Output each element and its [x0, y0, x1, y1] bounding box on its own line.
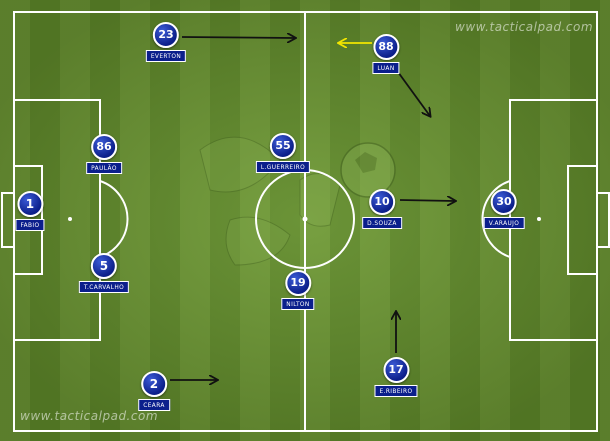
player-name: NILTON [281, 298, 315, 310]
player-number: 55 [269, 133, 296, 159]
player-token[interactable]: 10 D.SOUZA [362, 189, 402, 229]
player-number: 1 [16, 191, 43, 217]
right-penalty-arc [481, 180, 511, 258]
movement-arrow [181, 37, 295, 38]
player-name: V.ARAUJO [483, 217, 525, 229]
right-penalty-spot [537, 217, 541, 221]
player-name: D.SOUZA [362, 217, 402, 229]
player-token[interactable]: 1 FABIO [15, 191, 45, 231]
movement-arrow [399, 200, 455, 201]
player-token[interactable]: 86 PAULÃO [86, 134, 122, 174]
center-spot [302, 216, 308, 222]
player-name: LUAN [372, 62, 400, 74]
player-token[interactable]: 2 CEARA [138, 371, 170, 411]
player-name: FABIO [15, 219, 45, 231]
player-name: T.CARVALHO [78, 281, 130, 293]
player-number: 23 [152, 22, 179, 48]
right-goal [596, 192, 610, 248]
player-token[interactable]: 23 EVERTON [145, 22, 187, 62]
player-number: 5 [90, 253, 117, 279]
player-token[interactable]: 88 LUAN [372, 34, 400, 74]
player-token[interactable]: 17 E.RIBEIRO [374, 357, 418, 397]
player-number: 30 [491, 189, 517, 215]
player-name: L.GUERREIRO [255, 161, 311, 173]
left-penalty-spot [68, 217, 72, 221]
player-number: 2 [140, 371, 167, 397]
player-number: 86 [91, 134, 117, 160]
player-token[interactable]: 30 V.ARAUJO [483, 189, 525, 229]
player-name: PAULÃO [86, 162, 122, 174]
player-number: 88 [373, 34, 399, 60]
player-name: CEARA [138, 399, 170, 411]
movement-arrow [397, 71, 430, 116]
player-name: E.RIBEIRO [374, 385, 418, 397]
player-token[interactable]: 5 T.CARVALHO [78, 253, 130, 293]
player-number: 19 [285, 270, 311, 296]
player-name: EVERTON [145, 50, 187, 62]
watermark-top: www.tacticalpad.com [455, 20, 594, 34]
right-goal-box [567, 165, 598, 275]
player-token[interactable]: 55 L.GUERREIRO [255, 133, 311, 173]
left-goal [1, 192, 15, 248]
player-token[interactable]: 19 NILTON [281, 270, 315, 310]
player-number: 17 [383, 357, 409, 383]
left-penalty-arc [99, 180, 129, 258]
watermark-bottom: www.tacticalpad.com [20, 409, 159, 423]
player-number: 10 [369, 189, 395, 215]
